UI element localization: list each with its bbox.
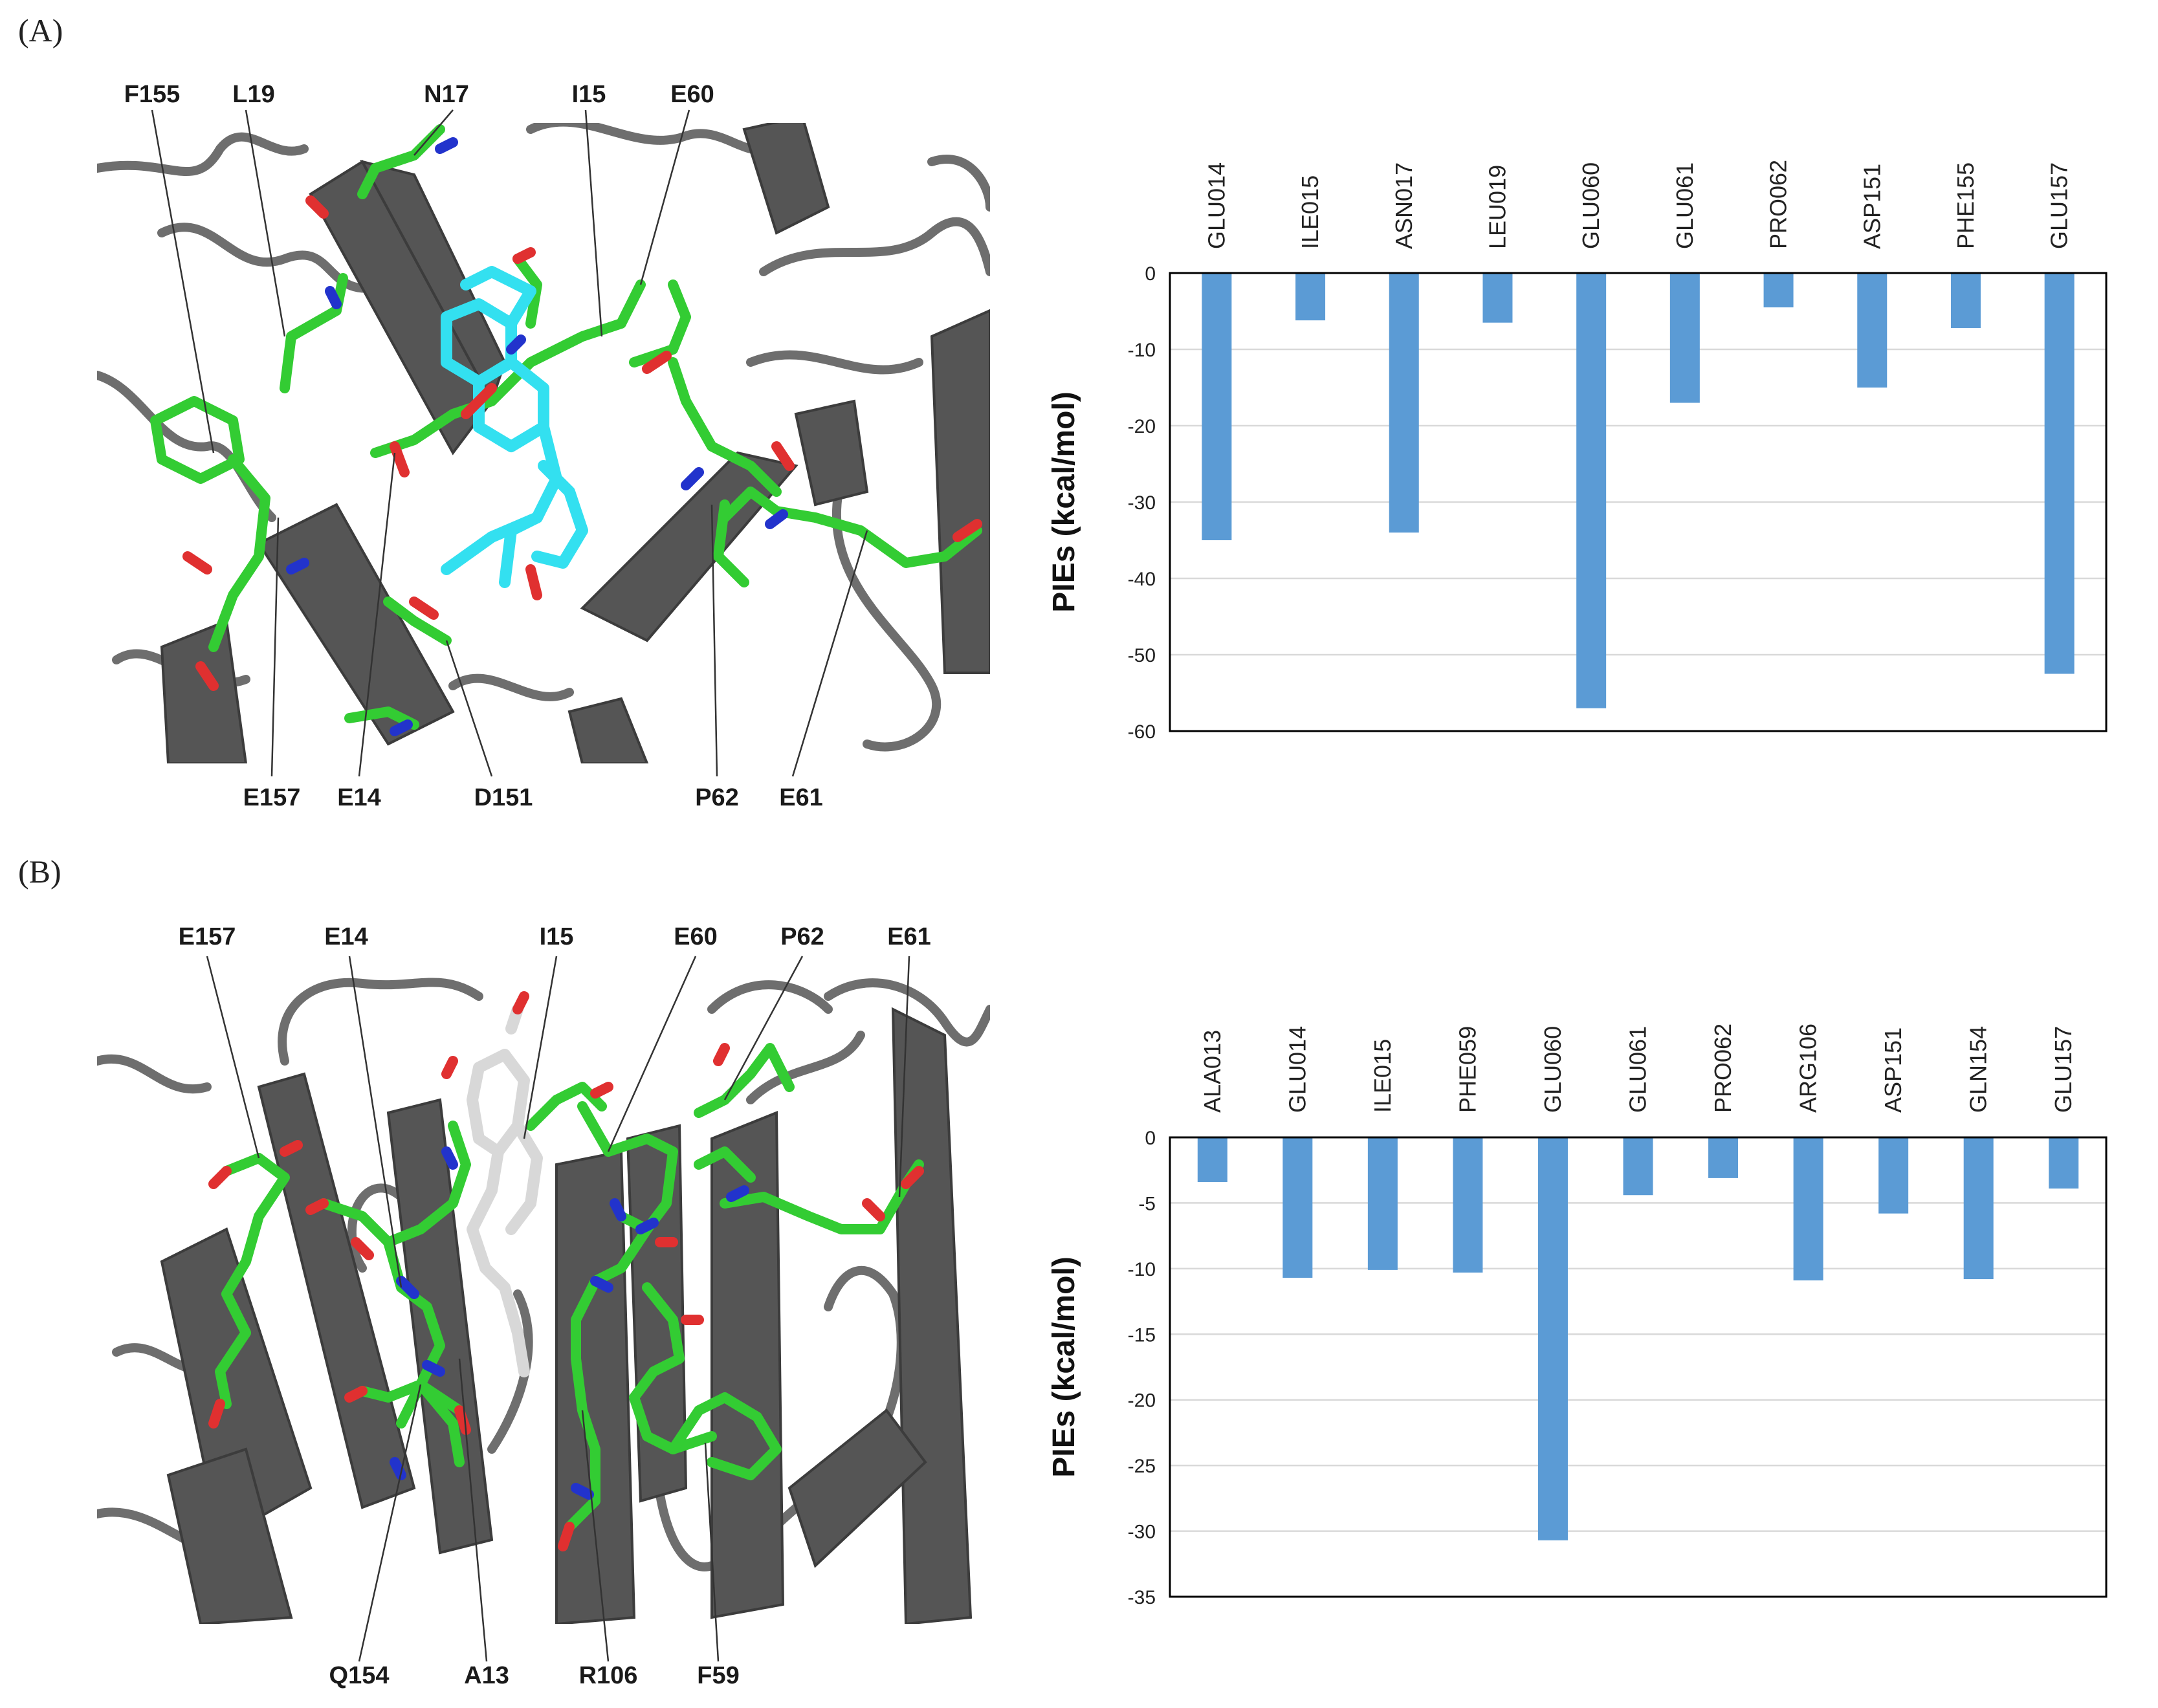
leader-lines-b — [206, 956, 910, 1662]
residue-label: E157 — [179, 923, 236, 950]
leader-lines-a — [151, 109, 868, 777]
residue-label: Q154 — [329, 1662, 390, 1689]
residue-label: E157 — [243, 784, 301, 811]
residue-label: R106 — [579, 1662, 638, 1689]
residue-labels-a: F155 L19 N17 I15 E60 E157 E14 D151 P62 E… — [124, 81, 823, 811]
residue-label: E60 — [670, 81, 714, 108]
panel-letter-a: (A) — [18, 12, 63, 49]
residue-label: N17 — [424, 81, 469, 108]
residue-label: P62 — [695, 784, 739, 811]
residue-label: F59 — [697, 1662, 739, 1689]
panel-letter-b: (B) — [18, 853, 61, 890]
residue-label: A13 — [464, 1662, 509, 1689]
residue-label: E60 — [674, 923, 718, 950]
residue-label: L19 — [232, 81, 274, 108]
residue-label: F155 — [124, 81, 181, 108]
residue-label: E61 — [779, 784, 823, 811]
residue-label: P62 — [780, 923, 824, 950]
residue-label: E14 — [337, 784, 381, 811]
protein-structure-a — [97, 123, 990, 763]
protein-structure-b — [97, 970, 990, 1624]
residue-labels-b: E157 E14 I15 E60 P62 E61 Q154 A13 R106 F… — [179, 923, 931, 1689]
residue-label: E61 — [887, 923, 931, 950]
residue-label: I15 — [572, 81, 606, 108]
residue-label: E14 — [324, 923, 368, 950]
residue-label: I15 — [540, 923, 574, 950]
residue-label: D151 — [474, 784, 533, 811]
